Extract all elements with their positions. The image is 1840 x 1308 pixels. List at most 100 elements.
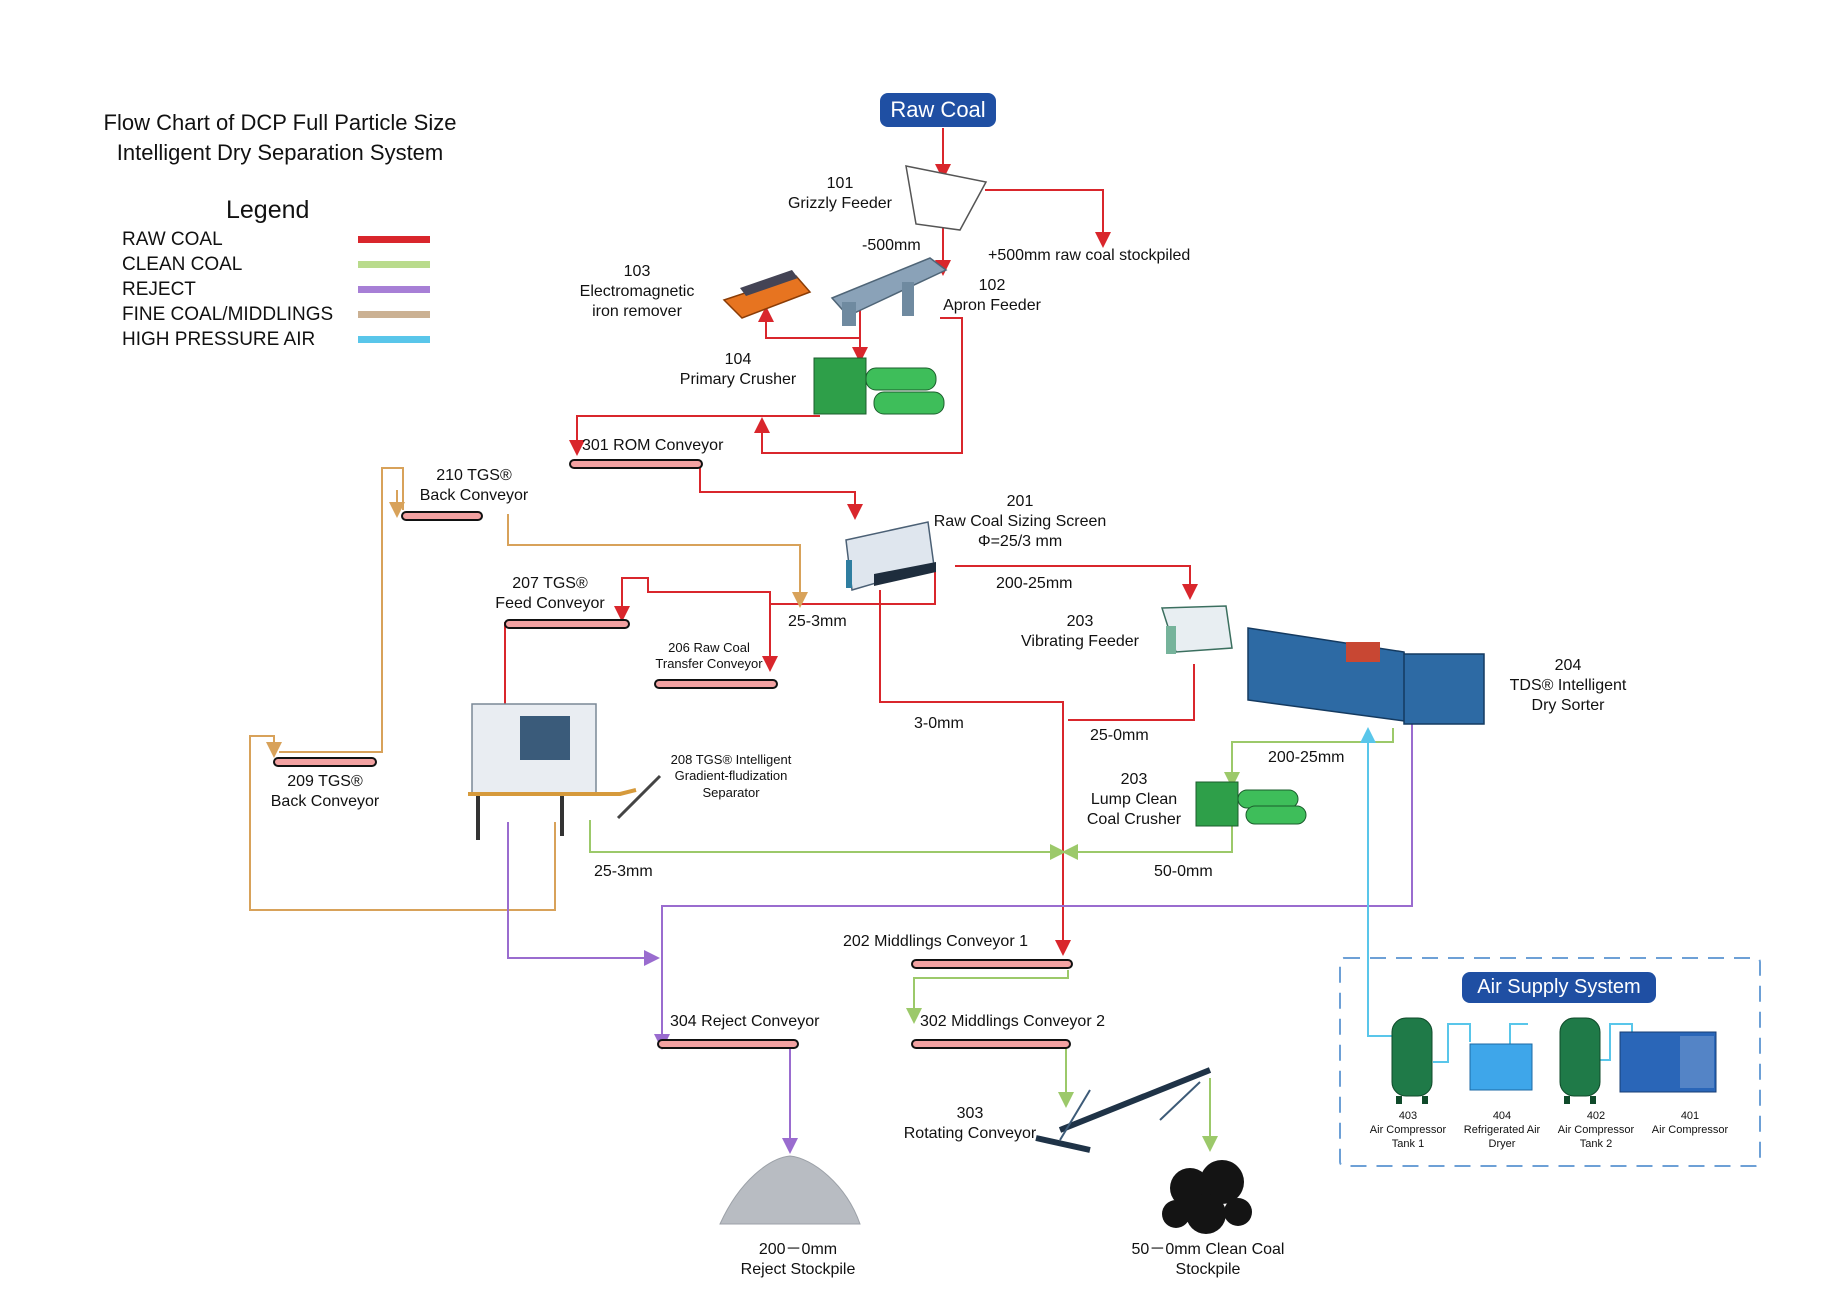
label-clean-stockpile: 50－0mm Clean Coal Stockpile <box>1118 1240 1298 1280</box>
label-103-name-2: iron remover <box>592 303 682 320</box>
label-clean-name: Stockpile <box>1175 1261 1241 1278</box>
label-303-code: 303 <box>956 1105 984 1122</box>
label-201-name: Raw Coal Sizing Screen <box>933 513 1107 530</box>
label-101: 101 Grizzly Feeder <box>770 174 910 214</box>
legend-item: HIGH PRESSURE AIR <box>122 329 442 354</box>
air-unit-404-name: Refrigerated Air <box>1463 1123 1541 1136</box>
label-reject-size: 200－0mm <box>758 1241 838 1258</box>
label-206: 206 Raw Coal Transfer Conveyor <box>646 640 772 673</box>
flow-label-50-0: 50-0mm <box>1154 863 1213 880</box>
air-unit-402-code: 402 <box>1586 1110 1606 1122</box>
label-303: 303 Rotating Conveyor <box>896 1104 1044 1144</box>
label-209-code: 209 TGS® <box>287 773 363 790</box>
air-unit-403-name-2: Tank 1 <box>1391 1137 1425 1150</box>
sizing-screen-icon <box>845 521 936 591</box>
label-203b-name-2: Coal Crusher <box>1086 811 1182 828</box>
air-compressor-icon <box>1619 1031 1717 1093</box>
chart-title: Flow Chart of DCP Full Particle Size Int… <box>60 108 500 167</box>
legend-title: Legend <box>226 196 310 224</box>
flow-label-minus500: -500mm <box>862 237 921 254</box>
label-204-name: TDS® Intelligent <box>1509 677 1627 694</box>
flow-label-200-25-a: 200-25mm <box>996 575 1073 592</box>
label-210-code: 210 TGS® <box>436 467 512 484</box>
label-209: 209 TGS® Back Conveyor <box>264 772 386 812</box>
legend-item: RAW COAL <box>122 229 442 254</box>
label-208: 208 TGS® Intelligent Gradient-fludizatio… <box>656 752 806 801</box>
legend-item: REJECT <box>122 279 442 304</box>
legend-label: HIGH PRESSURE AIR <box>122 329 316 350</box>
label-103-name: Electromagnetic <box>579 283 695 300</box>
grizzly-feeder-icon <box>905 165 988 231</box>
label-203-crusher: 203 Lump Clean Coal Crusher <box>1074 770 1194 830</box>
clean-coal-stockpile-icon <box>1162 1160 1252 1234</box>
legend-swatch <box>358 236 430 243</box>
air-dryer-icon <box>1469 1043 1533 1091</box>
label-201-spec: Φ=25/3 mm <box>977 533 1063 550</box>
air-unit-403-name: Air Compressor <box>1369 1123 1447 1136</box>
reject-lines <box>507 724 1413 1154</box>
label-102-code: 102 <box>978 277 1006 294</box>
label-104-name: Primary Crusher <box>679 371 797 388</box>
air-unit-401-code: 401 <box>1680 1110 1700 1122</box>
flow-label-plus500: +500mm raw coal stockpiled <box>988 247 1191 264</box>
air-unit-402: 402 Air Compressor Tank 2 <box>1548 1110 1644 1151</box>
primary-crusher-icon <box>813 357 945 415</box>
legend-swatch <box>358 336 430 343</box>
rotating-conveyor-icon <box>1035 1067 1212 1153</box>
legend-item: FINE COAL/MIDDLINGS <box>122 304 442 329</box>
label-206-name: Transfer Conveyor <box>655 656 763 672</box>
label-reject-name: Reject Stockpile <box>740 1261 856 1278</box>
label-103-code: 103 <box>623 263 651 280</box>
legend-label: REJECT <box>122 279 196 300</box>
label-302: 302 Middlings Conveyor 2 <box>920 1013 1105 1030</box>
flow-label-3-0: 3-0mm <box>914 715 964 732</box>
raw-coal-start-node: Raw Coal <box>880 93 996 127</box>
chart-title-line-1: Flow Chart of DCP Full Particle Size <box>103 110 457 135</box>
label-102: 102 Apron Feeder <box>930 276 1054 316</box>
label-202: 202 Middlings Conveyor 1 <box>843 933 1028 950</box>
vibrating-feeder-icon <box>1160 605 1233 654</box>
label-203-vibrating: 203 Vibrating Feeder <box>1010 612 1150 652</box>
dry-sorter-icon <box>1247 627 1485 725</box>
air-tank-1-icon <box>1391 1017 1433 1104</box>
label-208-name: Gradient-fludization <box>674 768 788 784</box>
raw-coal-lines <box>497 128 1198 956</box>
label-201-code: 201 <box>1006 493 1034 510</box>
label-207-name: Feed Conveyor <box>495 595 605 612</box>
label-203a-code: 203 <box>1066 613 1094 630</box>
legend-label: FINE COAL/MIDDLINGS <box>122 304 334 325</box>
legend-swatch <box>358 261 430 268</box>
label-208-name-2: Separator <box>702 784 760 800</box>
label-201: 201 Raw Coal Sizing Screen Φ=25/3 mm <box>920 492 1120 552</box>
lump-crusher-icon <box>1195 781 1307 827</box>
label-204-name-2: Dry Sorter <box>1531 697 1605 714</box>
legend-swatch <box>358 286 430 293</box>
legend-swatch <box>358 311 430 318</box>
label-303-name: Rotating Conveyor <box>903 1125 1037 1142</box>
flow-label-25-3-a: 25-3mm <box>788 613 847 630</box>
fine-coal-lines <box>249 467 808 911</box>
legend: RAW COAL CLEAN COAL REJECT FINE COAL/MID… <box>122 229 442 354</box>
legend-label: CLEAN COAL <box>122 254 243 275</box>
label-304: 304 Reject Conveyor <box>670 1013 820 1030</box>
label-103: 103 Electromagnetic iron remover <box>566 262 708 322</box>
label-104: 104 Primary Crusher <box>668 350 808 390</box>
air-unit-402-name: Air Compressor <box>1557 1123 1635 1136</box>
air-unit-401-name: Air Compressor <box>1651 1123 1729 1136</box>
label-reject-stockpile: 200－0mm Reject Stockpile <box>726 1240 870 1280</box>
flow-label-25-0: 25-0mm <box>1090 727 1149 744</box>
label-101-name: Grizzly Feeder <box>787 195 893 212</box>
label-203a-name: Vibrating Feeder <box>1021 633 1139 650</box>
label-210: 210 TGS® Back Conveyor <box>412 466 536 506</box>
air-unit-404: 404 Refrigerated Air Dryer <box>1454 1110 1550 1151</box>
label-203b-code: 203 <box>1120 771 1148 788</box>
air-unit-403: 403 Air Compressor Tank 1 <box>1360 1110 1456 1151</box>
air-unit-404-name-2: Dryer <box>1488 1137 1516 1150</box>
label-209-name: Back Conveyor <box>270 793 380 810</box>
label-207: 207 TGS® Feed Conveyor <box>484 574 616 614</box>
tgs-separator-icon <box>468 703 662 840</box>
apron-feeder-icon <box>830 257 948 326</box>
label-210-name: Back Conveyor <box>419 487 529 504</box>
label-104-code: 104 <box>724 351 752 368</box>
